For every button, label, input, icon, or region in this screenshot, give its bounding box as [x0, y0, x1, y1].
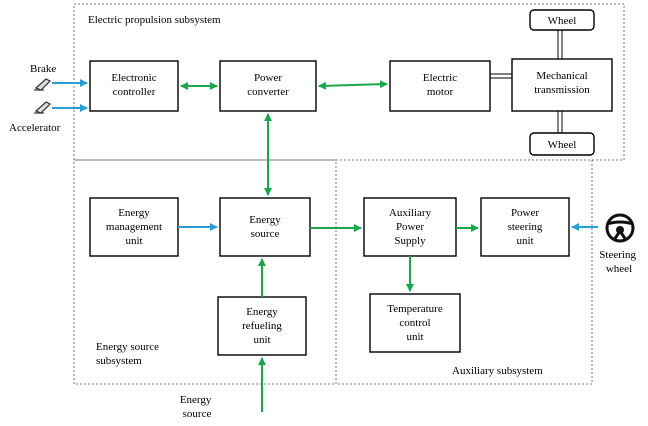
auxiliary-subsystem-region [335, 159, 593, 385]
arrow-converter-motor [318, 80, 388, 90]
energy-source-subsystem-label: Energy source subsystem [96, 341, 162, 367]
propulsion-subsystem-label: Electric propulsion subsystem [88, 14, 221, 26]
wheel-bottom-block: Wheel [529, 132, 595, 156]
axle-bottom [557, 111, 563, 133]
accelerator-pedal-icon [34, 101, 52, 114]
accelerator-label: Accelerator [9, 122, 61, 134]
axle-top [557, 30, 563, 59]
brake-pedal-icon [34, 78, 52, 91]
steering-wheel-icon [605, 213, 635, 243]
motor-transmission-shaft [490, 73, 512, 79]
auxiliary-subsystem-label: Auxiliary subsystem [452, 365, 543, 377]
svg-text:Wheel: Wheel [548, 15, 577, 27]
external-energy-source-label: Energy source [180, 394, 214, 420]
brake-label: Brake [30, 63, 56, 75]
steering-wheel-label: Steering wheel [599, 249, 638, 275]
svg-text:Wheel: Wheel [548, 139, 577, 151]
wheel-top-block: Wheel [529, 9, 595, 31]
